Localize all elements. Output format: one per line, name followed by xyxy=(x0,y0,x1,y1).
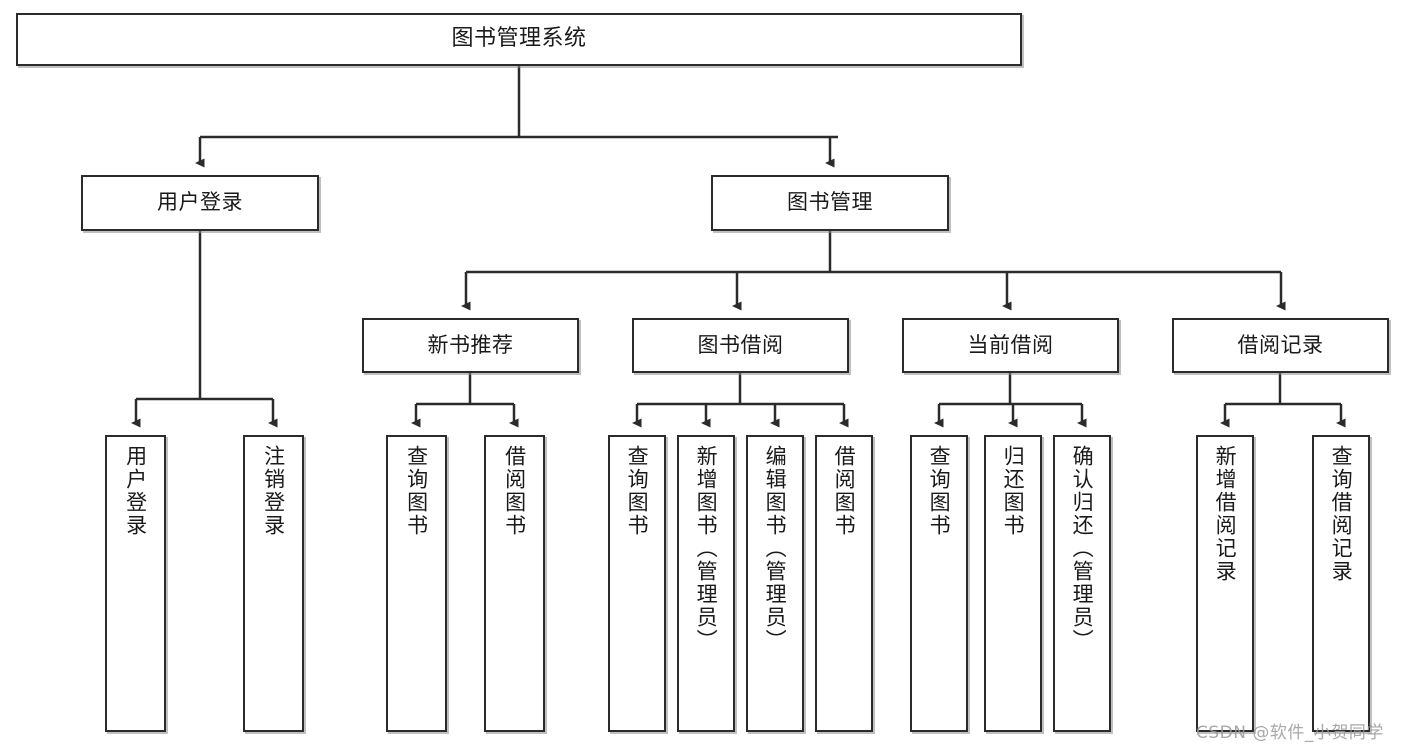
node-leaf-user-login-label: 用户登录 xyxy=(123,445,148,537)
node-leaf-borrow-book-2[interactable]: 借阅图书 xyxy=(815,435,873,732)
node-book-manage-label: 图书管理 xyxy=(787,190,873,215)
node-leaf-edit-book-label: 编辑图书（管理员） xyxy=(763,445,788,652)
edge-book-borrow-bus xyxy=(637,373,844,406)
node-leaf-logout[interactable]: 注销登录 xyxy=(243,435,304,732)
node-leaf-query-book-3[interactable]: 查询图书 xyxy=(910,435,968,732)
edge-current-borrow-bus xyxy=(939,373,1082,406)
node-root[interactable]: 图书管理系统 xyxy=(16,13,1022,66)
edge-user-login-bus xyxy=(136,231,273,401)
node-leaf-confirm-return[interactable]: 确认归还（管理员） xyxy=(1053,435,1111,732)
node-current-borrow-label: 当前借阅 xyxy=(967,332,1054,357)
node-borrow-record[interactable]: 借阅记录 xyxy=(1172,318,1389,373)
node-leaf-add-book-label: 新增图书（管理员） xyxy=(694,445,719,652)
node-leaf-borrow-book-2-label: 借阅图书 xyxy=(832,445,857,537)
node-leaf-borrow-book-1[interactable]: 借阅图书 xyxy=(484,435,545,732)
edge-book-manage-bus xyxy=(466,231,1281,274)
node-book-borrow[interactable]: 图书借阅 xyxy=(632,318,849,373)
node-user-login[interactable]: 用户登录 xyxy=(81,175,319,231)
node-leaf-logout-label: 注销登录 xyxy=(261,445,286,537)
node-book-borrow-label: 图书借阅 xyxy=(697,332,784,357)
node-leaf-edit-book[interactable]: 编辑图书（管理员） xyxy=(746,435,804,732)
node-current-borrow[interactable]: 当前借阅 xyxy=(902,318,1119,373)
node-leaf-query-book-3-label: 查询图书 xyxy=(927,445,952,537)
node-root-label: 图书管理系统 xyxy=(451,26,587,52)
node-user-login-label: 用户登录 xyxy=(157,190,243,215)
node-leaf-query-book-2-label: 查询图书 xyxy=(625,445,650,537)
node-leaf-query-record-label: 查询借阅记录 xyxy=(1329,445,1354,583)
node-leaf-query-record[interactable]: 查询借阅记录 xyxy=(1312,435,1370,732)
node-leaf-return-book-label: 归还图书 xyxy=(1001,445,1026,537)
edge-new-book-rec-bus xyxy=(416,373,514,406)
node-leaf-borrow-book-1-label: 借阅图书 xyxy=(502,445,527,537)
node-leaf-query-book-2[interactable]: 查询图书 xyxy=(608,435,666,732)
node-book-manage[interactable]: 图书管理 xyxy=(711,175,949,231)
node-new-book-rec[interactable]: 新书推荐 xyxy=(362,318,579,373)
node-new-book-rec-label: 新书推荐 xyxy=(427,332,514,357)
node-leaf-add-record[interactable]: 新增借阅记录 xyxy=(1196,435,1254,732)
node-borrow-record-label: 借阅记录 xyxy=(1237,332,1324,357)
watermark: CSDN @软件_小贺同学 xyxy=(1196,723,1384,743)
node-leaf-add-book[interactable]: 新增图书（管理员） xyxy=(677,435,735,732)
node-leaf-add-record-label: 新增借阅记录 xyxy=(1213,445,1238,583)
node-leaf-query-book-1-label: 查询图书 xyxy=(404,445,429,537)
node-leaf-query-book-1[interactable]: 查询图书 xyxy=(386,435,447,732)
node-leaf-confirm-return-label: 确认归还（管理员） xyxy=(1070,445,1095,652)
node-leaf-return-book[interactable]: 归还图书 xyxy=(984,435,1042,732)
edge-root-bus xyxy=(200,66,838,139)
edge-borrow-record-bus xyxy=(1225,373,1341,406)
node-leaf-user-login[interactable]: 用户登录 xyxy=(105,435,166,732)
